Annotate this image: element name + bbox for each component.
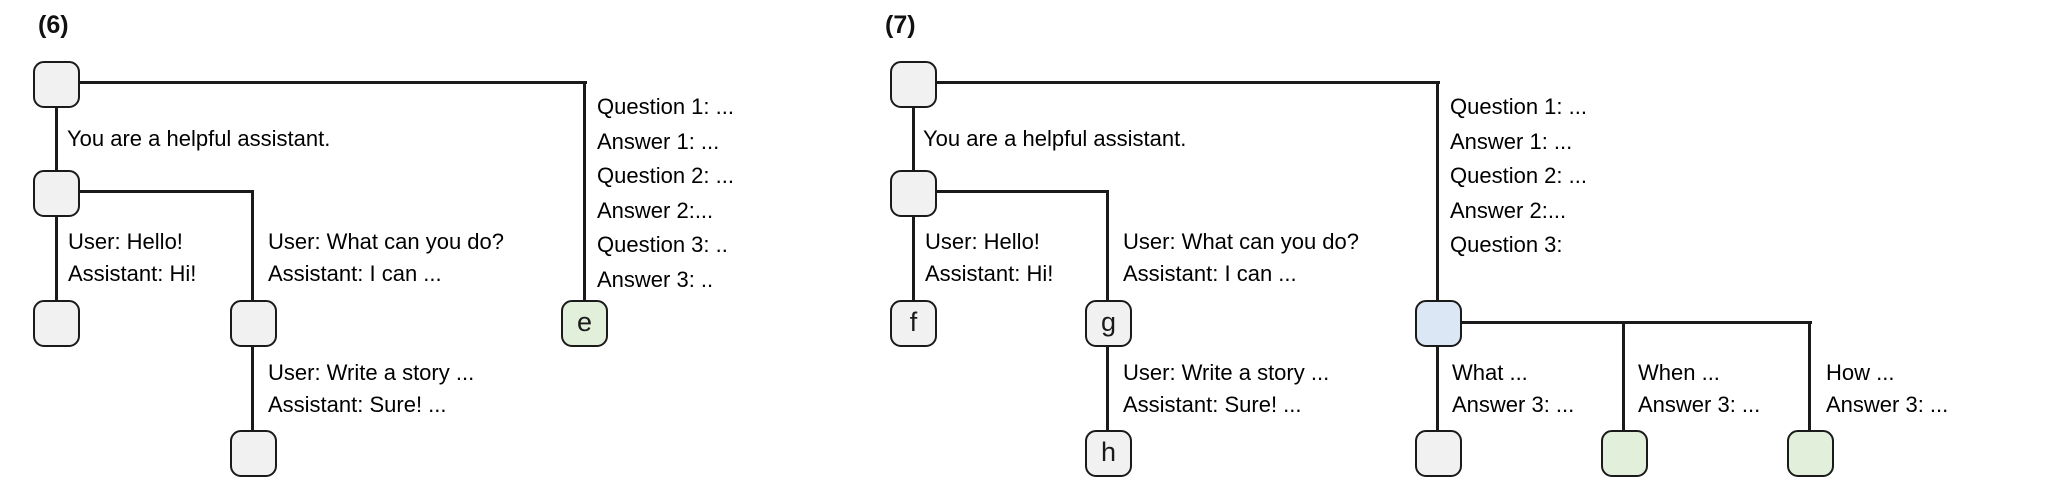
edge-label-6-what: User: What can you do? Assistant: I can … [268,226,504,289]
edge-label-6-story-line2: Assistant: Sure! ... [268,391,447,417]
edge-label-7-hello-line1: User: Hello! [925,229,1040,254]
node-6-system [33,170,80,217]
qa-line: Question 3: .. [597,232,728,258]
qa-block-6: Question 1: ... Answer 1: ... Question 2… [597,90,734,298]
edge-label-7-story-line2: Assistant: Sure! ... [1123,391,1302,417]
edge-7-root-to-blue-horizontal [936,81,1440,84]
edge-7-blue-to-what [1436,344,1439,434]
edge-label-6-system: You are a helpful assistant. [67,126,331,151]
edge-label-6-hello: User: Hello! Assistant: Hi! [68,226,196,289]
edge-label-7-what: User: What can you do? Assistant: I can … [1123,226,1359,289]
edge-label-7-hello: User: Hello! Assistant: Hi! [925,226,1053,289]
qa-line: Question 2: ... [1450,163,1587,189]
qa-line: Question 2: ... [597,163,734,189]
edge-7-fanout-when-vertical [1622,321,1625,434]
edge-label-6-what-line1: User: What can you do? [268,229,505,254]
edge-7-fanout-how-vertical [1808,321,1811,434]
qa-line: Question 3: [1450,232,1563,258]
qa-line: Answer 2:... [1450,197,1567,223]
edge-label-7-system: You are a helpful assistant. [923,126,1187,151]
fanout-label-what: What ... Answer 3: ... [1452,357,1574,420]
edge-label-6-hello-line1: User: Hello! [68,229,183,254]
node-6-e: e [561,300,608,347]
edge-label-7-story: User: Write a story ... Assistant: Sure!… [1123,357,1329,420]
edge-7-system-to-f [912,214,915,304]
edge-label-7-what-line1: User: What can you do? [1123,229,1360,254]
node-7-root [890,61,937,108]
edge-7-root-to-blue-vertical [1436,81,1439,304]
panel-6-label: (6) [38,11,69,39]
edge-label-6-what-line2: Assistant: I can ... [268,260,442,286]
edge-7-root-to-system [912,105,915,175]
qa-line: Question 1: ... [1450,94,1587,119]
fanout-how-line2: Answer 3: ... [1826,391,1949,417]
edge-6-system-to-what-vertical [251,190,254,304]
edge-6-root-to-e-vertical [583,81,586,304]
edge-label-6-story: User: Write a story ... Assistant: Sure!… [268,357,474,420]
edge-7-system-to-g-vertical [1106,190,1109,304]
edge-label-7-story-line1: User: Write a story ... [1123,360,1330,385]
node-6-root [33,61,80,108]
node-7-how-leaf [1787,430,1834,477]
fanout-when-line2: Answer 3: ... [1638,391,1761,417]
qa-line: Answer 1: ... [1450,128,1573,154]
qa-line: Answer 2:... [597,197,714,223]
node-7-f: f [890,300,937,347]
edge-6-system-to-hello [55,214,58,304]
edge-6-root-to-e-horizontal [79,81,587,84]
edge-label-6-story-line1: User: Write a story ... [268,360,475,385]
node-6-hello-leaf [33,300,80,347]
fanout-how-line1: How ... [1826,360,1895,385]
node-7-system [890,170,937,217]
node-7-when-leaf [1601,430,1648,477]
qa-line: Answer 3: .. [597,266,714,292]
edge-label-7-hello-line2: Assistant: Hi! [925,260,1054,286]
edge-label-7-what-line2: Assistant: I can ... [1123,260,1297,286]
fanout-label-when: When ... Answer 3: ... [1638,357,1760,420]
fanout-when-line1: When ... [1638,360,1720,385]
edge-7-fanout-horizontal [1460,321,1812,324]
fanout-what-line2: Answer 3: ... [1452,391,1575,417]
edge-7-g-to-h [1106,344,1109,434]
node-7-what-leaf [1415,430,1462,477]
qa-block-7: Question 1: ... Answer 1: ... Question 2… [1450,90,1587,263]
node-7-question3 [1415,300,1462,347]
edge-7-system-to-g-horizontal [936,190,1109,193]
node-7-g: g [1085,300,1132,347]
fanout-label-how: How ... Answer 3: ... [1826,357,1948,420]
edge-6-root-to-system [55,105,58,175]
node-7-h: h [1085,430,1132,477]
panel-7-label: (7) [885,11,916,39]
node-6-what [230,300,277,347]
edge-label-6-hello-line2: Assistant: Hi! [68,260,197,286]
edge-6-system-to-what-horizontal [79,190,254,193]
qa-line: Answer 1: ... [597,128,720,154]
fanout-what-line1: What ... [1452,360,1528,385]
qa-line: Question 1: ... [597,94,734,119]
edge-6-what-to-story [251,344,254,434]
node-6-story-leaf [230,430,277,477]
